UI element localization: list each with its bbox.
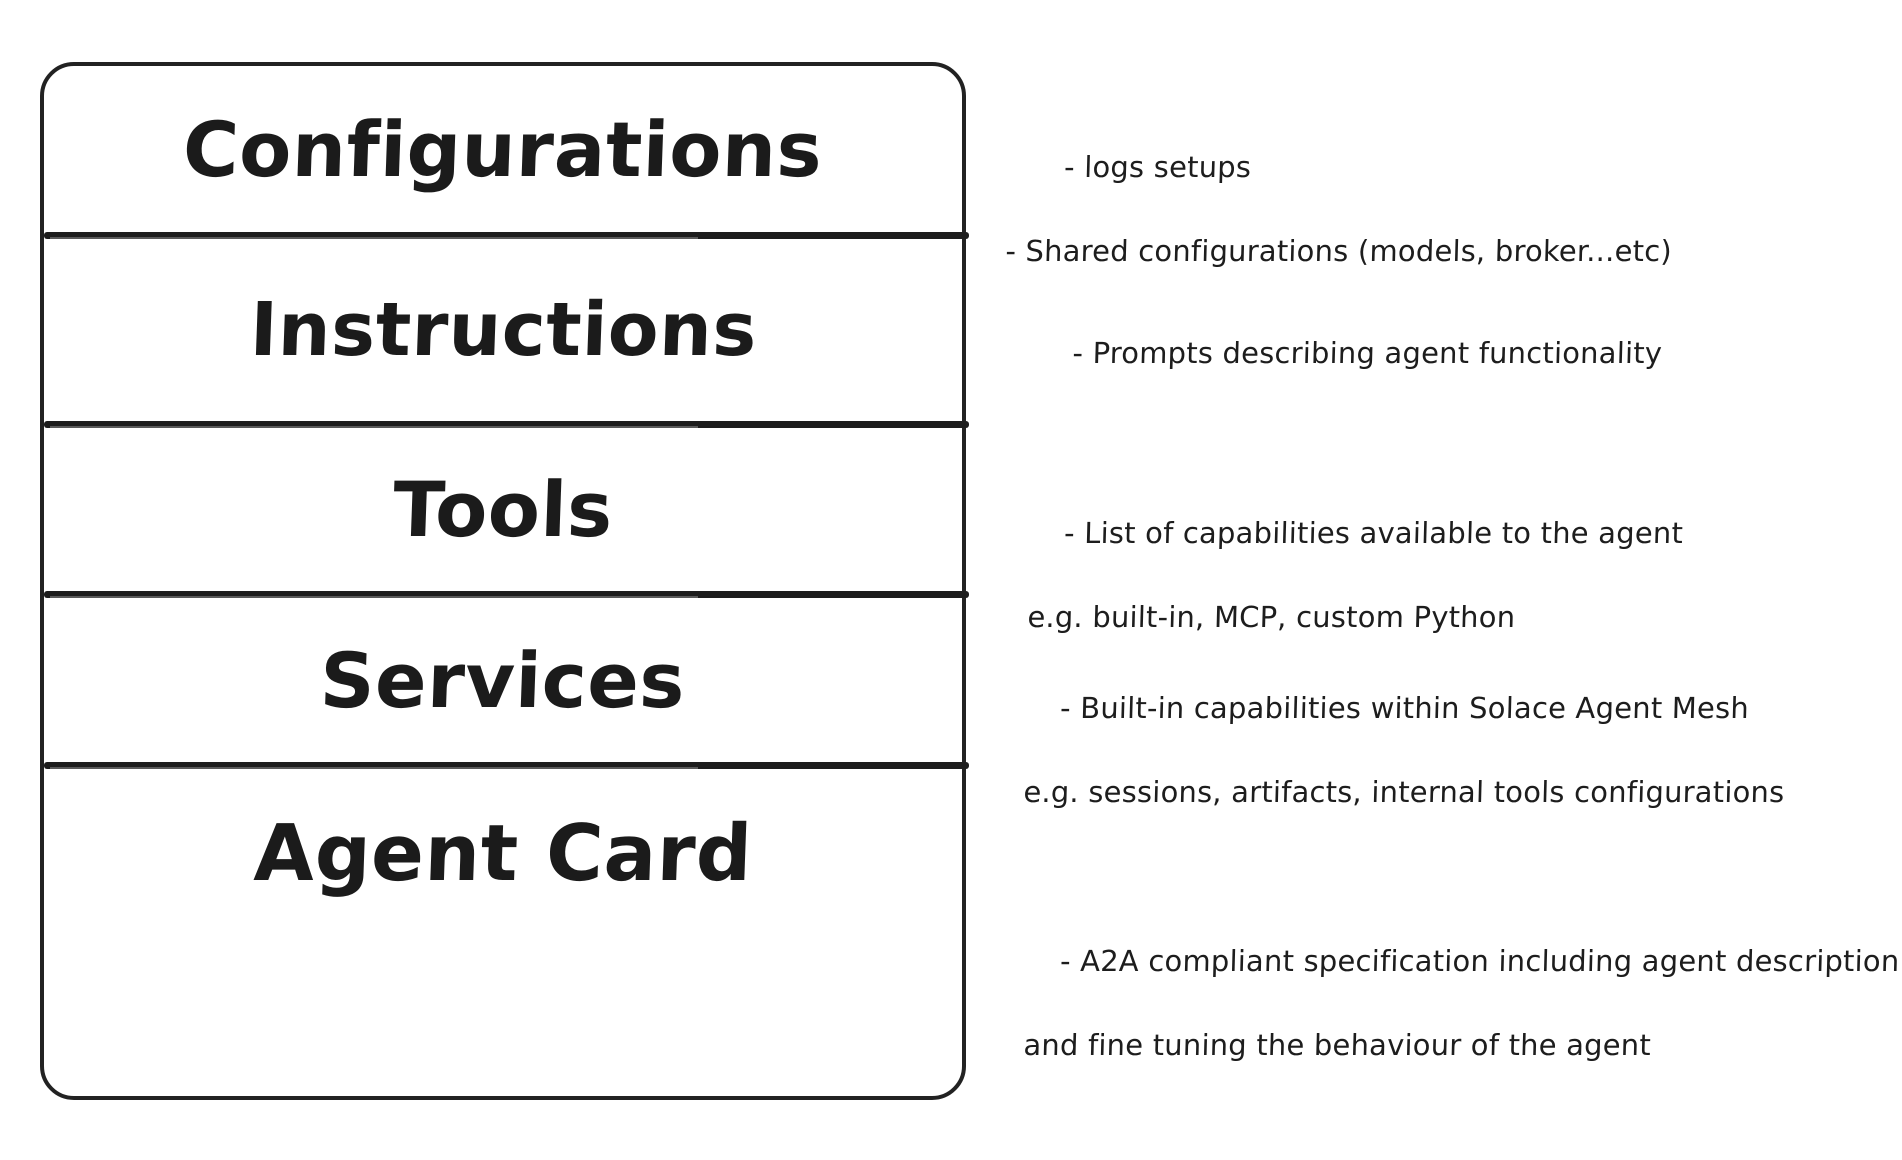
row-label-agent-card: Agent Card	[252, 809, 754, 899]
row-label-instructions: Instructions	[247, 287, 758, 373]
panel-row-instructions[interactable]: Instructions	[44, 239, 962, 421]
annotation-column: - logs setups - Shared configurations (m…	[999, 0, 1900, 1160]
annotation-configurations-line1: - logs setups	[1063, 150, 1252, 184]
annotation-agent-card: - A2A compliant specification including …	[999, 898, 1901, 1150]
annotation-tools-line2: e.g. built-in, MCP, custom Python	[1027, 600, 1516, 634]
annotation-services-line1: - Built-in capabilities within Solace Ag…	[1059, 691, 1750, 725]
annotation-instructions-line1: - Prompts describing agent functionality	[1072, 336, 1663, 370]
annotation-services: - Built-in capabilities within Solace Ag…	[999, 645, 1789, 897]
annotation-configurations-line2: - Shared configurations (models, broker.…	[1005, 234, 1673, 268]
row-label-tools: Tools	[391, 465, 615, 554]
row-label-configurations: Configurations	[181, 104, 825, 194]
annotation-tools-line1: - List of capabilities available to the …	[1063, 516, 1684, 550]
row-divider-2	[44, 421, 969, 428]
panel-row-agent-card[interactable]: Agent Card	[44, 769, 962, 939]
agent-structure-panel: Configurations Instructions Tools Servic…	[40, 62, 969, 1100]
annotation-instructions: - Prompts describing agent functionality	[1014, 290, 1663, 416]
row-divider-4	[44, 762, 969, 769]
row-divider-3	[44, 591, 969, 598]
panel-row-services[interactable]: Services	[44, 598, 962, 762]
panel-row-tools[interactable]: Tools	[44, 428, 962, 591]
annotation-services-line2: e.g. sessions, artifacts, internal tools…	[1023, 775, 1785, 809]
row-divider-1	[44, 232, 969, 239]
panel-row-configurations[interactable]: Configurations	[44, 66, 962, 232]
annotation-agent-card-line1: - A2A compliant specification including …	[1059, 944, 1900, 978]
annotation-agent-card-line2: and fine tuning the behaviour of the age…	[1023, 1028, 1652, 1062]
row-label-services: Services	[318, 635, 688, 725]
